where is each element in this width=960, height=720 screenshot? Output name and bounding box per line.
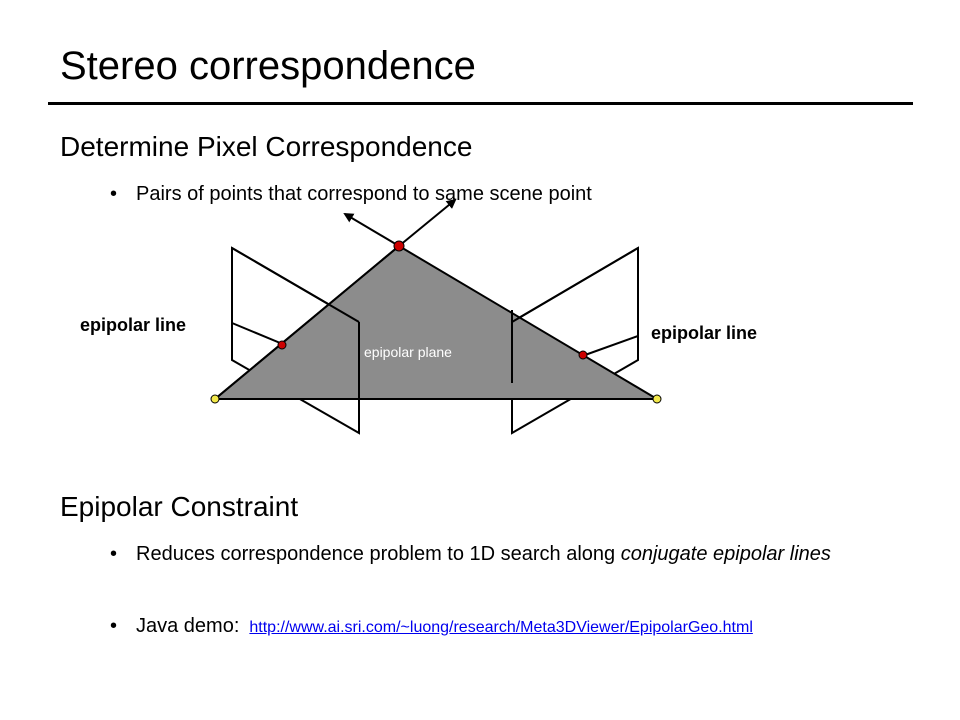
bullet-java-text: Java demo: http://www.ai.sri.com/~luong/r… bbox=[136, 614, 753, 640]
java-demo-label: Java demo: bbox=[136, 615, 240, 637]
section-heading-correspondence: Determine Pixel Correspondence bbox=[60, 131, 473, 162]
left-camera-center bbox=[210, 394, 220, 404]
bullet-dot: • bbox=[110, 615, 118, 637]
bullet-reduces-text: Reduces correspondence problem to 1D sea… bbox=[136, 542, 916, 567]
scene-point bbox=[393, 240, 405, 252]
ray-arrow-left bbox=[343, 212, 400, 247]
bullet-dot: • bbox=[110, 183, 118, 205]
right-epipolar-line bbox=[584, 335, 639, 356]
left-ray bbox=[214, 245, 400, 400]
ray-arrow-right bbox=[398, 198, 457, 247]
java-demo-link[interactable]: http://www.ai.sri.com/~luong/research/Me… bbox=[249, 619, 753, 636]
right-camera-center bbox=[652, 394, 662, 404]
right-image-point bbox=[578, 350, 588, 360]
left-plane-top-edge bbox=[231, 247, 360, 323]
title-rule bbox=[48, 102, 913, 105]
bullet-reduces-italic: conjugate epipolar lines bbox=[620, 543, 831, 565]
label-epipolar-plane: epipolar plane bbox=[364, 344, 452, 360]
bullet-dot: • bbox=[110, 543, 118, 565]
left-image-point bbox=[277, 340, 287, 350]
bullet-reduces-prefix: Reduces correspondence problem to 1D sea… bbox=[136, 543, 621, 565]
left-epipolar-line bbox=[231, 322, 286, 346]
bullet-pairs-text: Pairs of points that correspond to same … bbox=[136, 183, 592, 205]
epipolar-plane bbox=[212, 244, 661, 400]
right-plane-top-edge bbox=[511, 247, 639, 323]
section-heading-constraint: Epipolar Constraint bbox=[60, 491, 299, 522]
label-epipolar-line-left: epipolar line bbox=[80, 315, 186, 335]
slide-title: Stereo correspondence bbox=[60, 44, 476, 88]
label-epipolar-line-right: epipolar line bbox=[651, 323, 757, 343]
